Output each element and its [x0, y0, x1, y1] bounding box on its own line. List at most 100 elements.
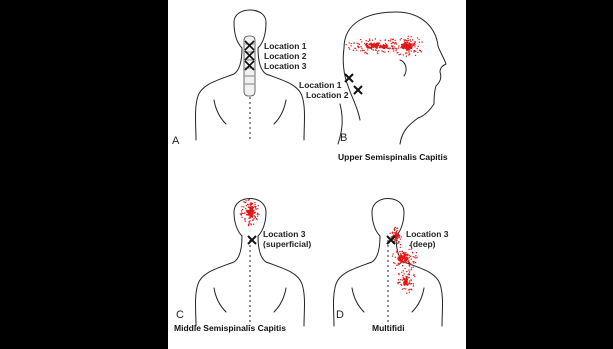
referral-dot: [394, 240, 395, 241]
referral-dot: [409, 255, 410, 256]
referral-dot: [247, 204, 248, 205]
referral-dot: [394, 229, 395, 230]
trigger-point-diagram: Location 1 Location 2 Location 3 A Locat…: [168, 0, 466, 349]
referral-dot: [406, 254, 408, 256]
referral-dot: [400, 279, 401, 280]
referral-dot: [407, 46, 408, 47]
referral-dot: [400, 39, 401, 40]
referral-dot: [401, 38, 402, 39]
referral-dot: [404, 259, 406, 261]
referral-dot: [254, 206, 255, 207]
referral-dot: [400, 47, 401, 48]
caption-d: Multifidi: [372, 323, 405, 333]
referral-dot: [245, 200, 246, 201]
referral-dot: [411, 269, 412, 270]
referral-dot: [357, 43, 358, 44]
referral-pattern-c: [240, 199, 260, 226]
referral-dot: [399, 54, 400, 55]
referral-dot: [397, 250, 398, 251]
referral-dot: [375, 38, 376, 39]
referral-dot: [414, 41, 415, 42]
referral-dot: [257, 216, 258, 217]
referral-dot: [410, 46, 412, 48]
referral-dot: [396, 228, 397, 229]
referral-dot: [392, 232, 393, 233]
referral-dot: [253, 224, 254, 225]
referral-dot: [409, 257, 410, 258]
referral-dot: [397, 253, 398, 254]
referral-dot: [401, 260, 403, 262]
referral-dot: [416, 252, 417, 253]
referral-dot: [372, 40, 373, 41]
referral-dot: [406, 257, 408, 259]
referral-dot: [241, 212, 242, 213]
referral-dot: [393, 262, 394, 263]
caption-b: Upper Semispinalis Capitis: [338, 152, 448, 162]
referral-dot: [257, 208, 258, 209]
referral-dot: [419, 50, 420, 51]
caption-c: Middle Semispinalis Capitis: [174, 323, 286, 333]
referral-dot: [414, 46, 415, 47]
referral-dot: [252, 210, 254, 212]
referral-dot: [250, 213, 252, 215]
referral-dot: [403, 277, 404, 278]
referral-dot: [248, 200, 249, 201]
referral-dot: [408, 270, 409, 271]
referral-dot: [402, 279, 403, 280]
referral-dot: [404, 252, 406, 254]
referral-dot: [241, 217, 242, 218]
referral-dot: [241, 210, 242, 211]
referral-dot: [411, 267, 412, 268]
referral-dot: [258, 205, 259, 206]
referral-dot: [356, 50, 357, 51]
referral-dot: [350, 45, 351, 46]
referral-dot: [349, 48, 350, 49]
referral-dot: [362, 50, 363, 51]
referral-dot: [409, 44, 411, 46]
referral-dot: [246, 210, 247, 211]
referral-dot: [411, 259, 412, 260]
referral-dot: [409, 271, 410, 272]
referral-dot: [365, 44, 367, 46]
referral-dot: [250, 202, 251, 203]
referral-dot: [402, 265, 403, 266]
referral-dot: [414, 257, 415, 258]
referral-dot: [390, 40, 391, 41]
referral-dot: [408, 273, 409, 274]
referral-dot: [397, 243, 398, 244]
label-a-location-1: Location 1: [264, 41, 307, 51]
panel-letter-b: B: [340, 132, 347, 144]
referral-dot: [403, 270, 404, 271]
referral-dot: [395, 42, 396, 43]
referral-dot: [240, 213, 241, 214]
referral-dot: [418, 46, 419, 47]
referral-dot: [408, 51, 409, 52]
referral-dot: [369, 38, 370, 39]
figure-d-back-view: Location 3 (deep) D Multifidi: [334, 199, 449, 334]
referral-dot: [391, 43, 392, 44]
referral-dot: [389, 233, 390, 234]
referral-dot: [371, 44, 373, 46]
referral-dot: [404, 40, 405, 41]
referral-dot: [403, 288, 404, 289]
referral-dot: [411, 50, 412, 51]
referral-dot: [411, 36, 412, 37]
referral-dot: [252, 203, 253, 204]
referral-dot: [383, 47, 385, 49]
referral-dot: [395, 48, 396, 49]
referral-dot: [375, 45, 377, 47]
referral-dot: [377, 51, 378, 52]
referral-dot: [241, 214, 242, 215]
referral-dot: [385, 39, 386, 40]
referral-dot: [409, 265, 410, 266]
referral-dot: [414, 50, 415, 51]
referral-dot: [255, 216, 256, 217]
referral-dot: [393, 50, 394, 51]
referral-dot: [390, 38, 391, 39]
referral-dot: [405, 288, 406, 289]
referral-dot: [406, 271, 407, 272]
referral-dot: [419, 42, 420, 43]
referral-dot: [394, 46, 395, 47]
referral-dot: [412, 39, 413, 40]
referral-dot: [395, 40, 396, 41]
